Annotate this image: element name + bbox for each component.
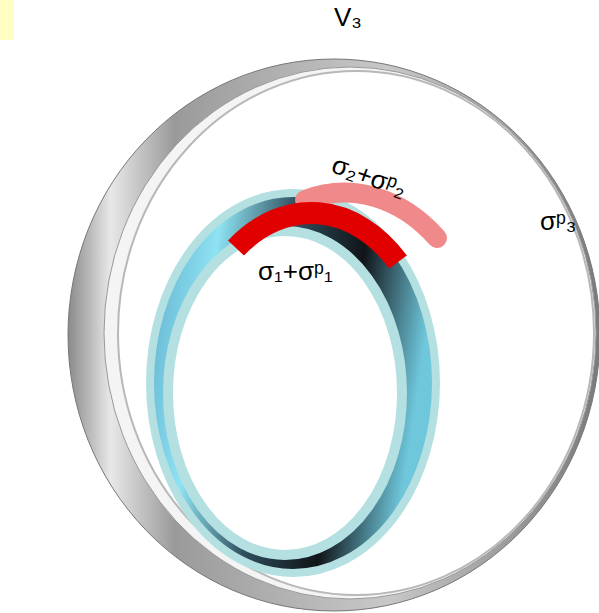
- stress-label: σ₁+σᵖ₁: [258, 258, 333, 284]
- inner-ring: [150, 193, 436, 573]
- corner-tab: [0, 0, 14, 40]
- inner-stress-band: [236, 213, 398, 262]
- outer-ring-hole: [118, 71, 594, 595]
- volume-label: V₃: [334, 4, 362, 30]
- stress-label: σᵖ₃: [540, 208, 576, 234]
- inner-ring-hole: [168, 231, 402, 555]
- outer-ring-rim: [104, 67, 596, 599]
- outer-ring: [68, 59, 599, 611]
